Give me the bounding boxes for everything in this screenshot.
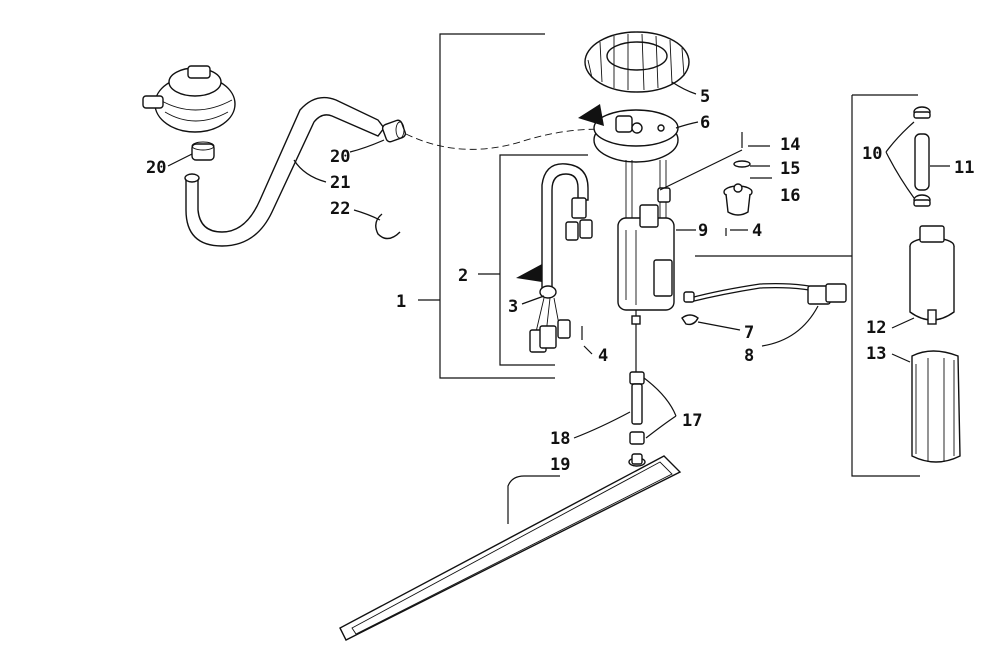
fuel-hose-end <box>184 173 200 183</box>
callout-2: 2 <box>458 266 468 286</box>
bracket-pump-kit <box>851 95 920 477</box>
callout-7: 7 <box>744 323 754 343</box>
callout-18: 18 <box>550 429 570 449</box>
pump-flange-6 <box>593 109 679 163</box>
strainer-19 <box>339 453 682 641</box>
leader-10 <box>885 121 915 199</box>
clamp-20-right <box>381 119 407 143</box>
leader-14-target <box>659 149 743 191</box>
sensor-plug-8 <box>683 291 695 303</box>
callout-20-left: 20 <box>146 158 166 178</box>
callout-11: 11 <box>954 158 974 178</box>
hose-11 <box>914 133 930 191</box>
callout-19: 19 <box>550 455 570 475</box>
leader-18 <box>573 411 631 439</box>
leader-20-right <box>349 139 385 153</box>
fuel-hose-21 <box>185 96 385 247</box>
arrow-marker-3 <box>516 264 542 282</box>
leader-8 <box>761 305 819 347</box>
bracket-assembly-1 <box>439 33 555 379</box>
callout-21: 21 <box>330 173 350 193</box>
clip-22 <box>375 213 401 240</box>
callout-1: 1 <box>396 292 406 312</box>
pump-sleeve-13 <box>911 350 961 463</box>
callout-4-right: 4 <box>752 221 762 241</box>
wiring-harness-2 <box>529 163 593 353</box>
leader-21 <box>293 159 327 183</box>
leader-20-left <box>167 153 193 167</box>
callout-14: 14 <box>780 135 800 155</box>
callout-5: 5 <box>700 87 710 107</box>
callout-8: 8 <box>744 346 754 366</box>
pump-body-9 <box>617 160 675 330</box>
washer-15 <box>733 160 751 168</box>
callout-3: 3 <box>508 297 518 317</box>
callout-20-right: 20 <box>330 147 350 167</box>
fuel-filter-housing <box>142 65 236 133</box>
clamp-20-left <box>191 141 215 161</box>
leader-5 <box>671 81 697 95</box>
callout-12: 12 <box>866 318 886 338</box>
clip-7 <box>681 314 699 326</box>
leader-4-left <box>583 345 593 355</box>
leader-19 <box>507 475 560 524</box>
callout-16: 16 <box>780 186 800 206</box>
leader-17 <box>643 377 677 439</box>
callout-9: 9 <box>698 221 708 241</box>
leader-22 <box>353 209 381 221</box>
arrow-marker-6 <box>578 104 604 126</box>
callout-15: 15 <box>780 159 800 179</box>
leader-7 <box>697 321 741 331</box>
fitting-18 <box>629 371 645 445</box>
callout-10: 10 <box>862 144 882 164</box>
callout-22: 22 <box>330 199 350 219</box>
sensor-connector-8b <box>825 283 847 303</box>
fuel-pump-12 <box>909 225 955 325</box>
valve-16 <box>723 183 753 216</box>
leader-6 <box>675 121 699 129</box>
hose-route-line <box>405 128 617 150</box>
callout-17: 17 <box>682 411 702 431</box>
clamp-10-bottom <box>913 194 931 207</box>
bracket-harness-2 <box>499 154 588 366</box>
leader-3 <box>521 295 545 305</box>
leader-13 <box>891 353 911 363</box>
callout-4-left: 4 <box>598 346 608 366</box>
lock-ring-5 <box>584 31 690 93</box>
callout-13: 13 <box>866 344 886 364</box>
leader-12 <box>891 317 915 329</box>
clamp-10-top <box>913 106 931 119</box>
callout-6: 6 <box>700 113 710 133</box>
